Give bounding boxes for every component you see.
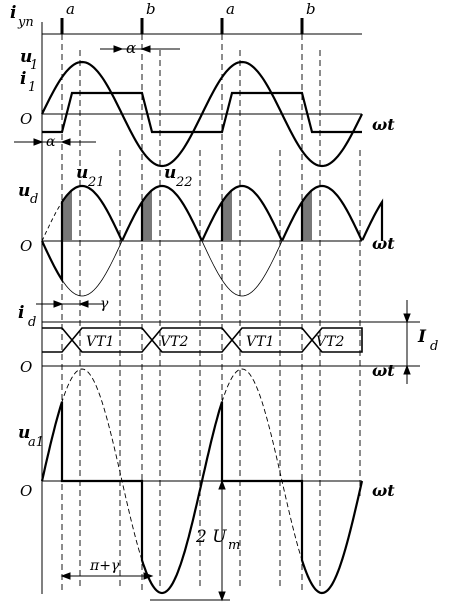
- u1-sine-curve: [41, 60, 363, 168]
- svg-text:d: d: [28, 315, 36, 330]
- svg-text:d: d: [30, 192, 38, 207]
- panel-4-ua1: u a1 O ωt 2 U m π+γ: [18, 368, 395, 602]
- amplitude-dimension-arrow: [150, 479, 230, 602]
- svg-text:u: u: [20, 47, 32, 67]
- panel-2-ud: u d u 21 u 22 O ωt γ: [18, 163, 395, 312]
- svg-text:ωt: ωt: [372, 115, 395, 134]
- marker-b-2: b: [306, 0, 316, 18]
- svg-text:i: i: [20, 69, 26, 89]
- svg-text:O: O: [20, 110, 32, 128]
- svg-text:m: m: [228, 538, 240, 553]
- svg-text:O: O: [20, 237, 32, 255]
- svg-text:α: α: [126, 39, 136, 57]
- svg-text:u: u: [76, 163, 88, 183]
- svg-text:u: u: [18, 423, 30, 443]
- svg-text:α: α: [46, 134, 56, 150]
- segment-vt1-1: VT1: [86, 334, 114, 350]
- band-vt2-2: [311, 327, 363, 353]
- svg-text:1: 1: [30, 58, 38, 73]
- marker-b-1: b: [146, 0, 156, 18]
- svg-text:yn: yn: [17, 15, 34, 30]
- svg-text:2 U: 2 U: [195, 527, 227, 547]
- svg-text:O: O: [20, 482, 32, 500]
- commutation-shade: [62, 190, 72, 241]
- segment-vt2-2: VT2: [316, 334, 344, 350]
- y-axis-label: i yn: [10, 3, 34, 30]
- svg-text:I: I: [417, 327, 427, 347]
- ud-dashed-extension: [41, 201, 63, 242]
- reference-lines: [41, 18, 362, 594]
- commutation-shade: [142, 190, 152, 241]
- commutation-shade: [222, 190, 232, 241]
- svg-text:γ: γ: [100, 296, 109, 312]
- alpha-arrow-bottom: [14, 138, 96, 146]
- svg-text:ωt: ωt: [372, 361, 395, 380]
- commutation-shade: [302, 190, 312, 241]
- commutation-shaded-areas: [62, 190, 312, 241]
- pi-gamma-arrow: [60, 572, 154, 580]
- top-marker-labels: a b a b: [66, 0, 316, 18]
- gamma-arrow: [36, 300, 104, 308]
- svg-text:π+γ: π+γ: [89, 558, 120, 574]
- ud-output-voltage: [41, 184, 384, 284]
- svg-text:a1: a1: [28, 435, 44, 450]
- svg-text:u: u: [18, 181, 30, 201]
- marker-a-1: a: [66, 0, 75, 18]
- svg-text:i: i: [18, 303, 24, 323]
- panel-1-u1-i1: u 1 i 1 O ωt α α: [14, 39, 395, 168]
- svg-text:d: d: [430, 339, 438, 354]
- i1-current-waveform: [42, 91, 362, 134]
- svg-text:ωt: ωt: [372, 234, 395, 253]
- svg-text:21: 21: [87, 175, 105, 190]
- id-dimension-arrow: [403, 300, 411, 384]
- svg-text:u: u: [164, 163, 176, 183]
- svg-text:O: O: [20, 358, 32, 376]
- segment-vt2-1: VT2: [160, 334, 188, 350]
- svg-text:22: 22: [175, 175, 193, 190]
- svg-text:1: 1: [28, 80, 36, 95]
- marker-a-2: a: [226, 0, 235, 18]
- svg-text:ωt: ωt: [372, 481, 395, 500]
- svg-text:i: i: [10, 3, 16, 23]
- alpha-arrow-top: [100, 45, 180, 53]
- panel-3-id: VT1 VT2 VT1 VT2 i d O ωt I d: [18, 300, 438, 384]
- segment-vt1-2: VT1: [246, 334, 274, 350]
